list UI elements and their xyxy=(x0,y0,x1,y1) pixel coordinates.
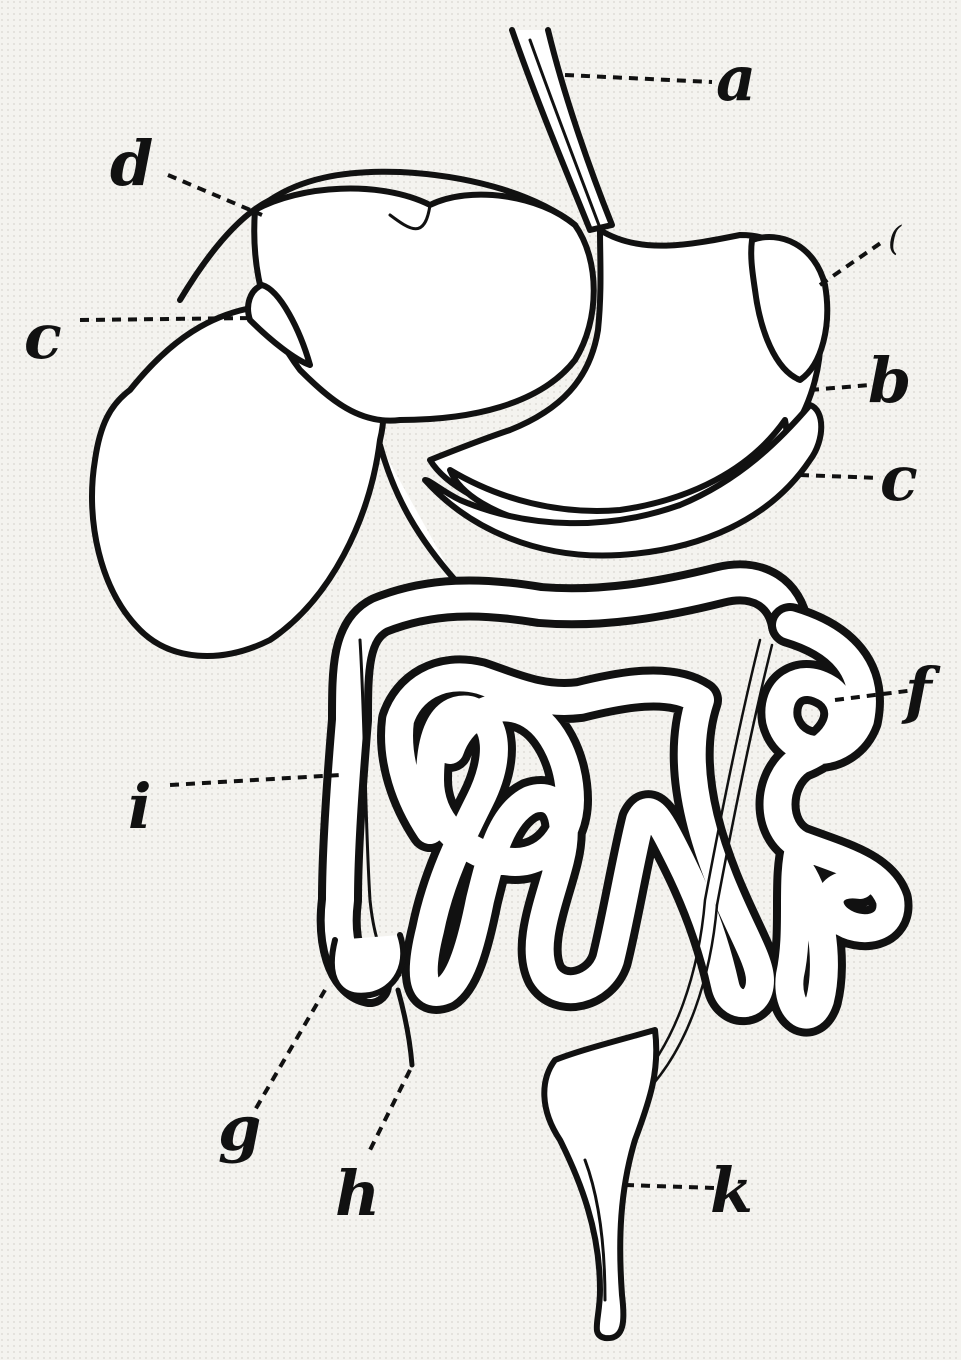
label-b: b xyxy=(868,344,911,417)
label-c-left: c xyxy=(24,300,62,373)
label-a: a xyxy=(716,42,756,115)
label-top-right-mark: ( xyxy=(888,219,902,259)
label-i: i xyxy=(128,770,152,843)
label-d: d xyxy=(110,127,153,200)
label-k: k xyxy=(710,1154,753,1227)
label-g: g xyxy=(218,1092,261,1165)
label-h: h xyxy=(335,1157,380,1230)
label-c-right: c xyxy=(880,442,918,515)
caecum xyxy=(332,935,403,996)
